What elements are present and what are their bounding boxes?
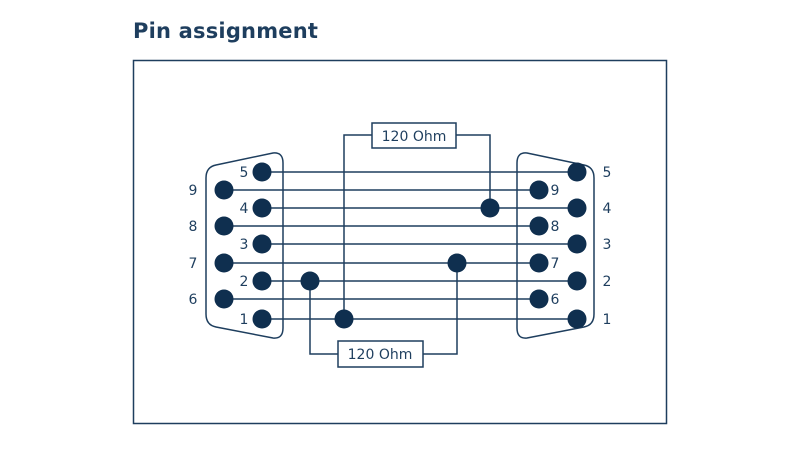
left-pin-3 (252, 234, 272, 254)
left-pin-label: 3 (240, 237, 249, 253)
right-pin-label: 2 (603, 274, 612, 290)
left-connector-pins (214, 162, 272, 329)
junction-dot (447, 253, 467, 273)
right-pin-label: 1 (603, 312, 612, 328)
right-connector-pins (529, 162, 587, 329)
left-pin-8 (214, 216, 234, 236)
resistor-upper: 120 Ohm (371, 122, 457, 149)
left-pin-label: 9 (189, 183, 198, 199)
resistor-lower-box (337, 340, 424, 368)
right-pin-label: 5 (603, 165, 612, 181)
left-pin-7 (214, 253, 234, 273)
left-pin-label: 2 (240, 274, 249, 290)
resistor-lower-label: 120 Ohm (348, 347, 413, 363)
right-pin-8 (529, 216, 549, 236)
right-pin-7 (529, 253, 549, 273)
right-pin-9 (529, 180, 549, 200)
junctions (300, 198, 500, 329)
resistor-lower: 120 Ohm (337, 340, 424, 368)
right-pin-4 (567, 198, 587, 218)
right-pin-label: 6 (551, 292, 560, 308)
right-connector-shell (516, 152, 595, 339)
lower-resistor-lead-right (423, 263, 458, 355)
right-pin-label: 4 (603, 201, 612, 217)
left-pin-9 (214, 180, 234, 200)
left-pin-label: 5 (240, 165, 249, 181)
left-pin-6 (214, 289, 234, 309)
left-pin-label: 1 (240, 312, 249, 328)
lower-resistor-lead (309, 281, 338, 355)
left-pin-label: 7 (189, 256, 198, 272)
right-pin-6 (529, 289, 549, 309)
diagram-frame (132, 59, 668, 425)
right-pin-1 (567, 309, 587, 329)
junction-dot (480, 198, 500, 218)
wires (224, 134, 577, 355)
resistor-upper-box (371, 122, 457, 149)
right-pin-label: 8 (551, 219, 560, 235)
left-pin-1 (252, 309, 272, 329)
left-pin-4 (252, 198, 272, 218)
right-pin-2 (567, 271, 587, 291)
page-title: Pin assignment (133, 19, 319, 43)
right-pin-label: 3 (603, 237, 612, 253)
left-pin-label: 4 (240, 201, 249, 217)
right-pin-label: 7 (551, 256, 560, 272)
right-pin-5 (567, 162, 587, 182)
right-pin-3 (567, 234, 587, 254)
resistor-upper-label: 120 Ohm (382, 129, 447, 145)
junction-dot (334, 309, 354, 329)
left-connector-shell (205, 152, 284, 339)
right-pin-label: 9 (551, 183, 560, 199)
junction-dot (300, 271, 320, 291)
left-pin-labels: 5 4 3 2 1 9 8 7 6 (189, 165, 249, 328)
upper-resistor-lead (343, 134, 372, 319)
left-pin-label: 6 (189, 292, 198, 308)
left-pin-5 (252, 162, 272, 182)
left-pin-2 (252, 271, 272, 291)
right-pin-labels: 5 4 3 2 1 9 8 7 6 (551, 165, 612, 328)
left-pin-label: 8 (189, 219, 198, 235)
upper-resistor-lead-right (456, 134, 491, 208)
